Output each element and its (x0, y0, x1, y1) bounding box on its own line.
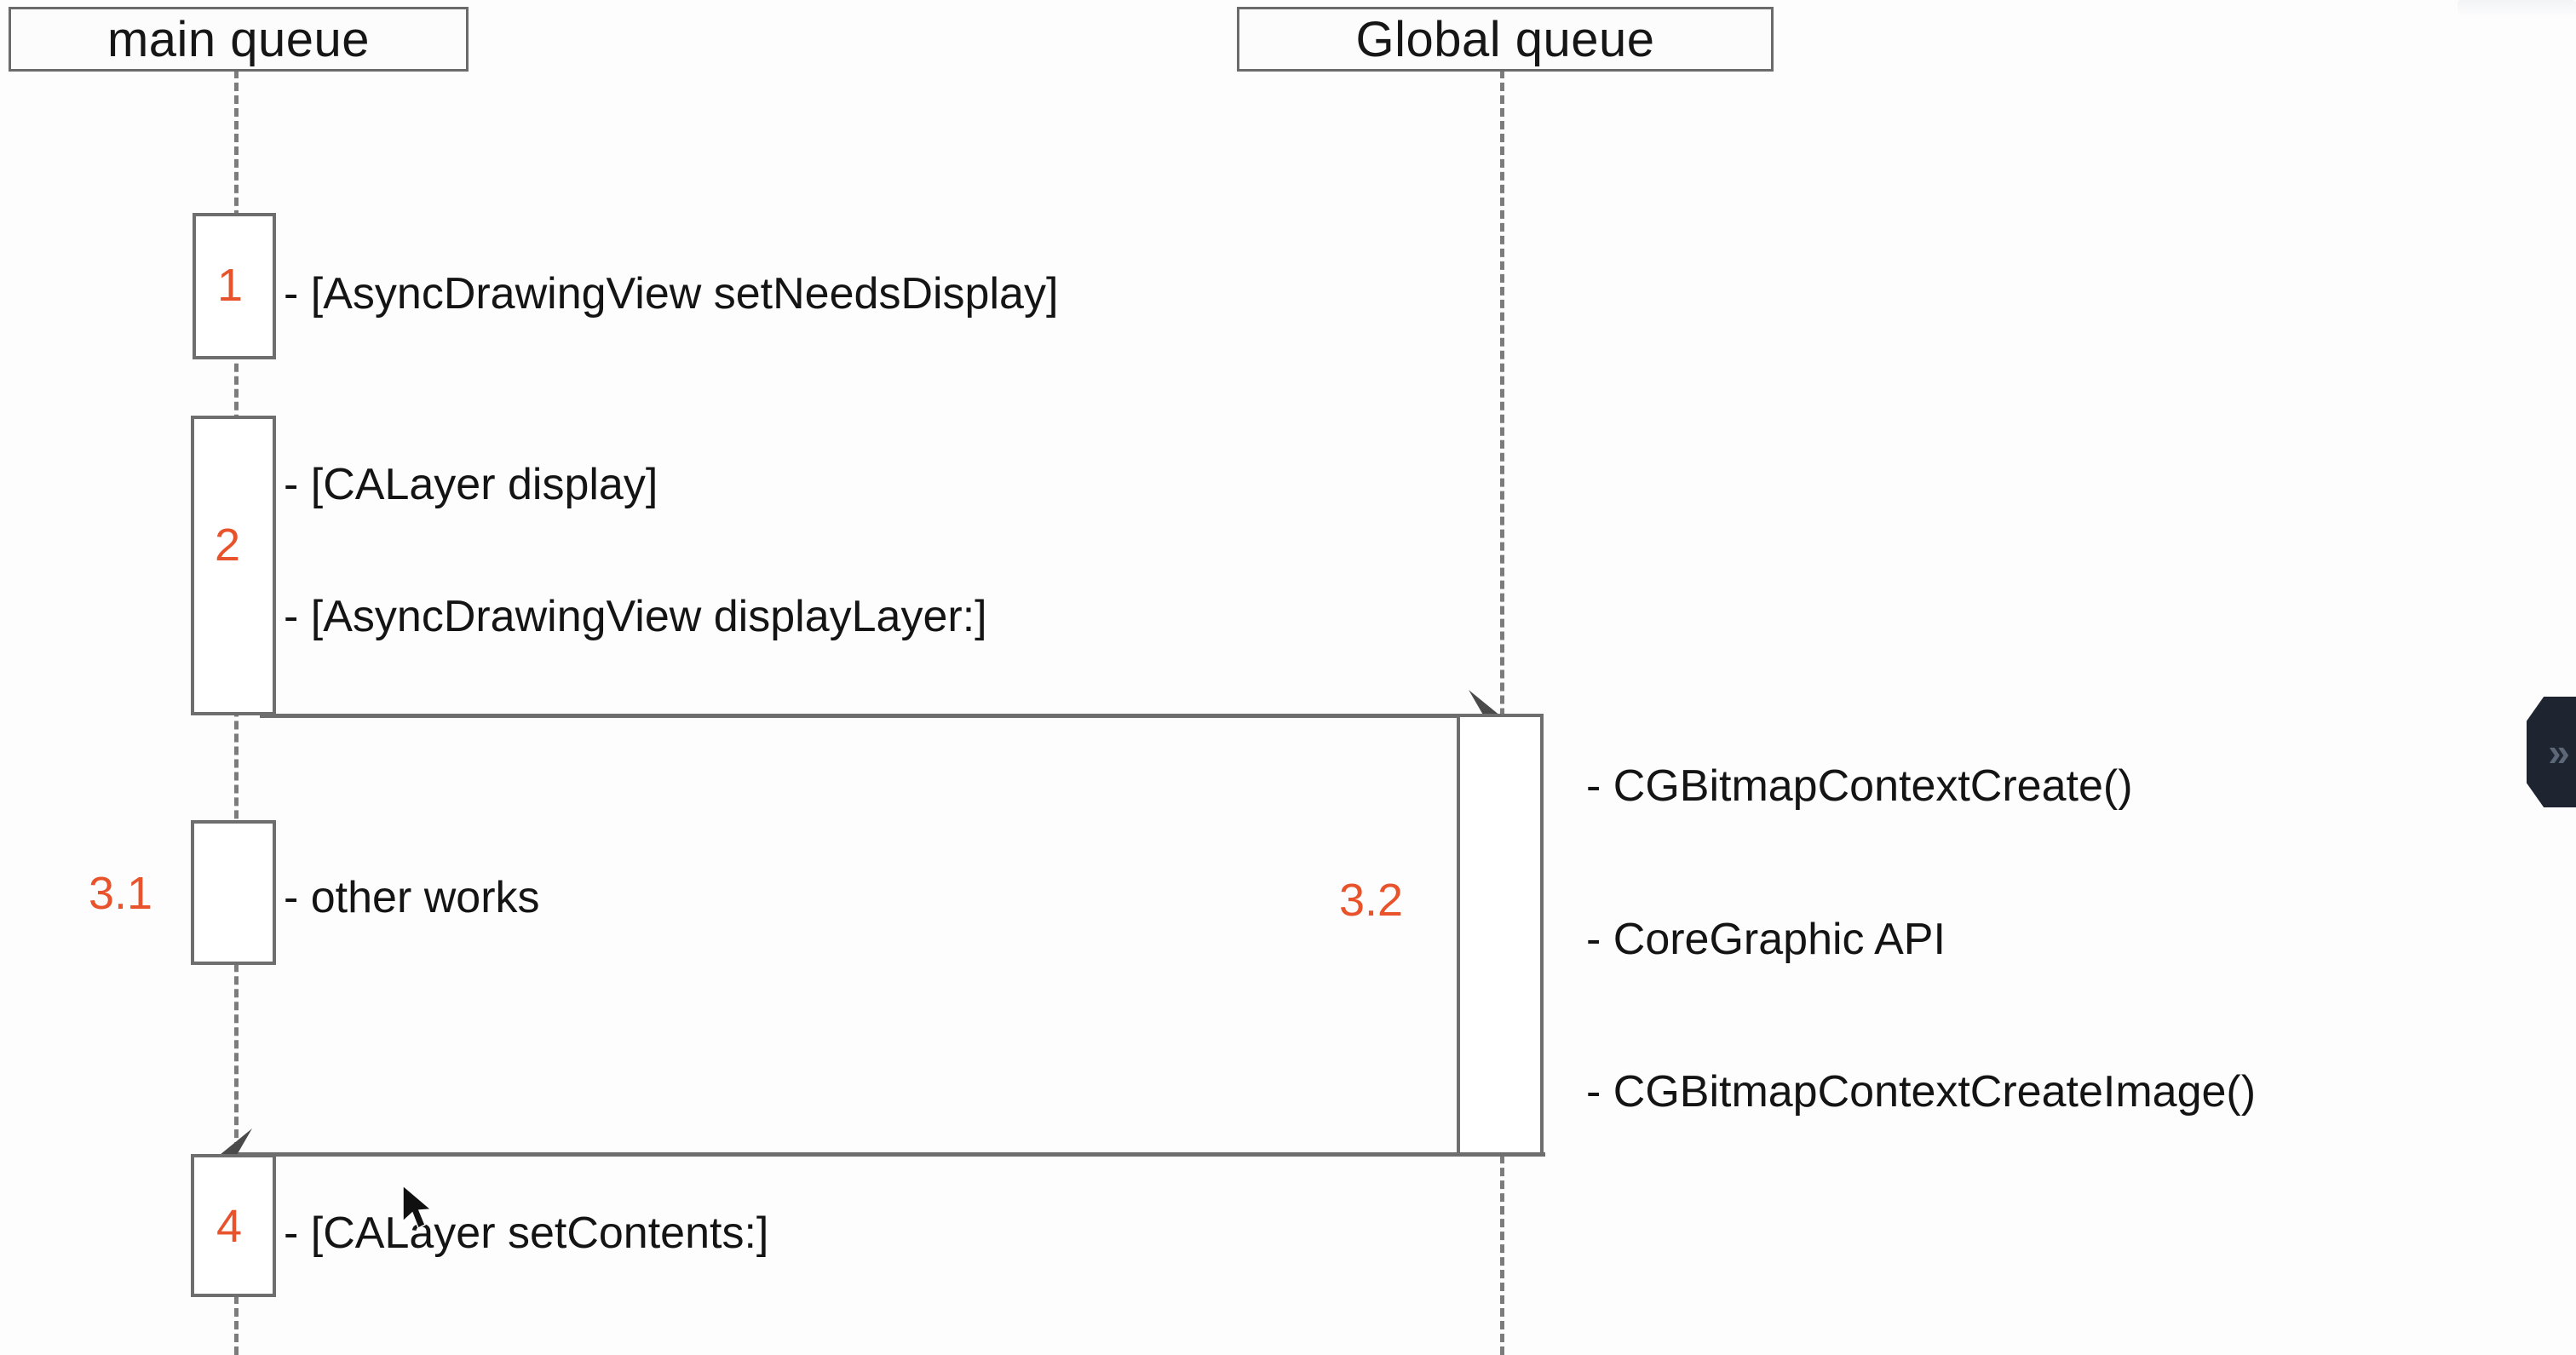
activation-bar-step-3-1[interactable] (191, 820, 276, 965)
message-label-step-1-0: - [AsyncDrawingView setNeedsDisplay] (284, 269, 1059, 319)
top-right-ui-artifact (2458, 0, 2576, 15)
message-label-step-4-0: - [CALayer setContents:] (284, 1209, 769, 1258)
message-label-step-3-2-2: - CGBitmapContextCreateImage() (1586, 1067, 2257, 1117)
activation-bar-step-3-2[interactable] (1457, 714, 1544, 1157)
message-label-step-2-1: - [AsyncDrawingView displayLayer:] (284, 592, 987, 641)
step-number-2: 2 (215, 520, 241, 571)
chevron-double-right-icon: » (2548, 730, 2570, 774)
mouse-cursor (402, 1184, 433, 1230)
message-arrow-dispatch-back-to-main[interactable] (223, 1152, 1545, 1157)
activation-bar-step-1[interactable] (193, 213, 276, 359)
message-label-step-3-1-0: - other works (284, 873, 540, 922)
step-number-3-2: 3.2 (1339, 875, 1404, 926)
lifeline-header-main-queue[interactable]: main queue (9, 7, 469, 72)
activation-bar-step-4[interactable] (191, 1154, 276, 1297)
activation-bar-step-2[interactable] (191, 416, 276, 715)
step-number-3-1: 3.1 (89, 868, 153, 919)
message-arrow-dispatch-async[interactable] (260, 714, 1499, 718)
message-label-step-2-0: - [CALayer display] (284, 460, 658, 509)
arrowhead-dispatch-back-to-main-icon (220, 1128, 252, 1155)
message-label-step-3-2-1: - CoreGraphic API (1586, 915, 1946, 964)
lifeline-global-queue (1500, 70, 1504, 1355)
side-panel-toggle-button[interactable]: » (2527, 697, 2576, 807)
step-number-4: 4 (216, 1201, 243, 1252)
message-label-step-3-2-0: - CGBitmapContextCreate() (1586, 761, 2133, 811)
lifeline-header-global-queue[interactable]: Global queue (1237, 7, 1774, 72)
step-number-1: 1 (217, 260, 244, 311)
arrowhead-dispatch-async-icon (1469, 690, 1501, 716)
